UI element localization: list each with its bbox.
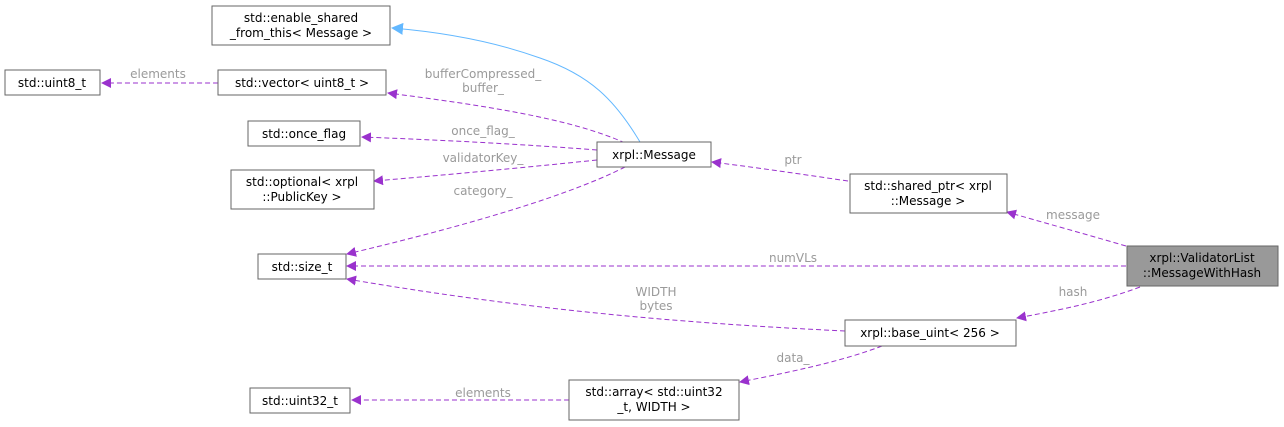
label-data: data_ xyxy=(776,351,810,365)
label-buffer: buffer_ xyxy=(462,81,505,95)
edge-hash xyxy=(1016,286,1141,322)
node-enable-shared-from-this[interactable]: std::enable_shared _from_this< Message > xyxy=(211,5,391,46)
node-label-line: std::shared_ptr< xrpl xyxy=(864,179,992,193)
edge-ptr xyxy=(711,158,849,182)
label-ptr: ptr xyxy=(784,153,801,167)
node-xrpl-base-uint-256[interactable]: xrpl::base_uint< 256 > xyxy=(844,319,1017,347)
label-elements-uint32: elements xyxy=(455,386,511,400)
label-hash: hash xyxy=(1059,285,1088,299)
edge-once-flag xyxy=(361,132,598,151)
node-label-line: _from_this< Message > xyxy=(229,26,372,40)
edge-validator-key xyxy=(373,159,598,186)
edge-data xyxy=(739,345,883,386)
label-elements-uint8: elements xyxy=(130,67,186,81)
node-std-vector-uint8[interactable]: std::vector< uint8_t > xyxy=(217,69,387,96)
label-width: WIDTH xyxy=(636,285,677,299)
node-label-line: std::uint8_t xyxy=(18,76,87,90)
label-num-vls: numVLs xyxy=(769,251,817,265)
node-std-shared-ptr-message[interactable]: std::shared_ptr< xrpl ::Message > xyxy=(849,173,1008,214)
node-label-line: xrpl::Message xyxy=(612,148,696,162)
node-xrpl-message[interactable]: xrpl::Message xyxy=(596,141,712,168)
node-label-line: std::array< std::uint32 xyxy=(585,385,722,399)
node-std-uint8-t[interactable]: std::uint8_t xyxy=(4,69,101,96)
label-message: message xyxy=(1046,208,1100,222)
node-label-line: xrpl::base_uint< 256 > xyxy=(860,326,1000,340)
node-label-line: std::enable_shared xyxy=(244,11,358,25)
node-std-array-uint32-width[interactable]: std::array< std::uint32 _t, WIDTH > xyxy=(568,379,740,421)
node-std-size-t[interactable]: std::size_t xyxy=(257,253,347,280)
node-label-line: std::optional< xrpl xyxy=(246,175,358,189)
edge-category xyxy=(346,166,626,257)
node-label-line: std::once_flag xyxy=(262,127,346,141)
node-label-line: ::Message > xyxy=(891,194,966,208)
node-label-line: ::MessageWithHash xyxy=(1143,266,1261,280)
edge-labels: elements bufferCompressed_ buffer_ once_… xyxy=(130,67,1100,400)
node-label-line: std::vector< uint8_t > xyxy=(235,76,369,90)
nodes: std::enable_shared _from_this< Message >… xyxy=(4,5,1279,421)
node-validatorlist-messagewithhash[interactable]: xrpl::ValidatorList ::MessageWithHash xyxy=(1126,245,1279,287)
node-std-once-flag[interactable]: std::once_flag xyxy=(247,120,361,147)
node-std-uint32-t[interactable]: std::uint32_t xyxy=(249,387,351,414)
label-buffer-compressed: bufferCompressed_ xyxy=(425,67,542,81)
label-once-flag: once_flag_ xyxy=(451,124,515,138)
node-label-line: std::uint32_t xyxy=(262,394,338,408)
label-validator-key: validatorKey_ xyxy=(443,151,525,165)
edges xyxy=(101,22,1141,405)
node-std-optional-publickey[interactable]: std::optional< xrpl ::PublicKey > xyxy=(230,169,375,210)
node-label-line: ::PublicKey > xyxy=(262,190,341,204)
label-bytes: bytes xyxy=(639,299,672,313)
node-label-line: _t, WIDTH > xyxy=(616,400,690,414)
edge-inherit-enable-shared xyxy=(391,22,641,143)
node-label-line: xrpl::ValidatorList xyxy=(1149,251,1255,265)
label-category: category_ xyxy=(453,184,513,198)
edge-width-bytes xyxy=(346,275,846,332)
node-label-line: std::size_t xyxy=(272,260,333,274)
edge-buffer xyxy=(387,89,626,144)
